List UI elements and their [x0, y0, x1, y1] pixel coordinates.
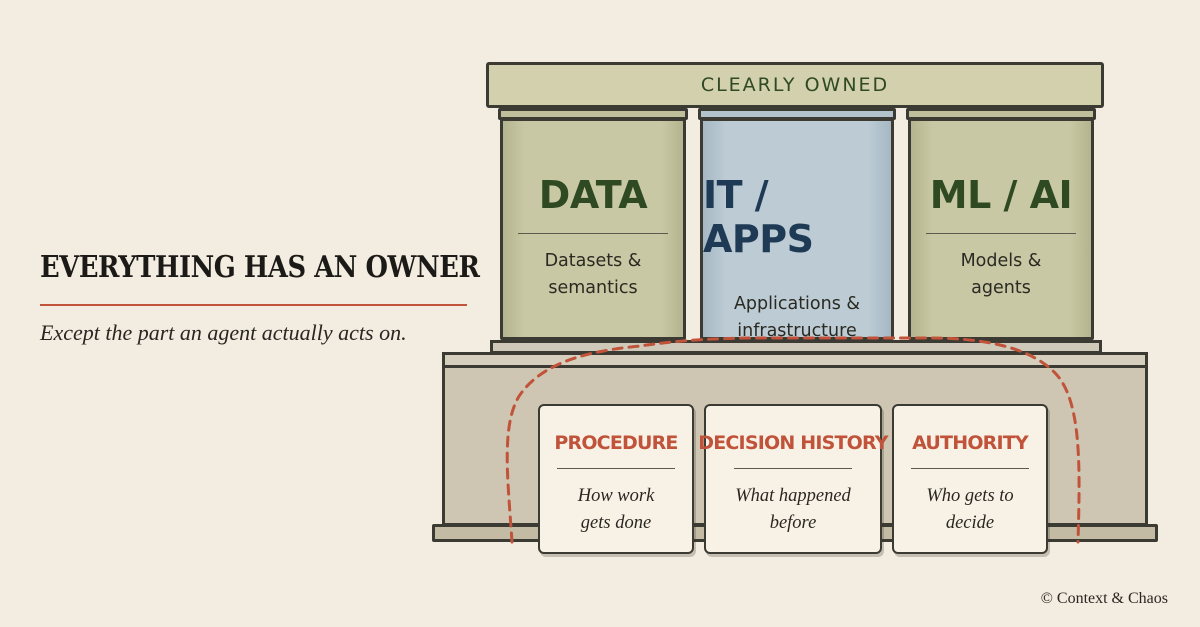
- card-title: AUTHORITY: [912, 432, 1029, 454]
- card-description: How work gets done: [577, 486, 655, 533]
- title-underline: [40, 304, 467, 306]
- pillar-description: Applications & infrastructure: [733, 294, 861, 341]
- card-title: PROCEDURE: [554, 432, 678, 454]
- card-divider: [734, 468, 852, 469]
- entablature-label: CLEARLY OWNED: [700, 74, 890, 96]
- card-divider: [557, 468, 675, 469]
- page-subtitle: Except the part an agent actually acts o…: [40, 320, 407, 345]
- card-authority: AUTHORITY Who gets to decide: [892, 404, 1048, 554]
- card-procedure: PROCEDURE How work gets done: [538, 404, 694, 554]
- card-divider: [911, 468, 1029, 469]
- temple-stylobate: [442, 352, 1148, 368]
- card-description: Who gets to decide: [926, 486, 1014, 533]
- pillar-description: Datasets & semantics: [544, 251, 642, 298]
- page-title: EVERYTHING HAS AN OWNER: [40, 250, 480, 285]
- card-decision-history: DECISION HISTORY What happened before: [698, 404, 889, 554]
- pillar-divider: [518, 233, 668, 234]
- pillar-title: ML / AI: [929, 173, 1073, 217]
- pillar-title: DATA: [538, 173, 648, 217]
- pillar-title: IT / APPS: [703, 173, 814, 261]
- copyright-notice: © Context & Chaos: [1040, 590, 1168, 607]
- pillar-ml-ai: ML / AI Models & agents: [908, 118, 1094, 340]
- pillar-divider: [926, 233, 1076, 234]
- card-description: What happened before: [735, 486, 851, 533]
- pillar-description: Models & agents: [960, 251, 1042, 298]
- card-title: DECISION HISTORY: [698, 432, 888, 454]
- pillar-it-apps: IT / APPS Applications & infrastructure: [700, 118, 894, 341]
- pillar-data: DATA Datasets & semantics: [500, 118, 686, 340]
- entablature: CLEARLY OWNED: [486, 62, 1104, 108]
